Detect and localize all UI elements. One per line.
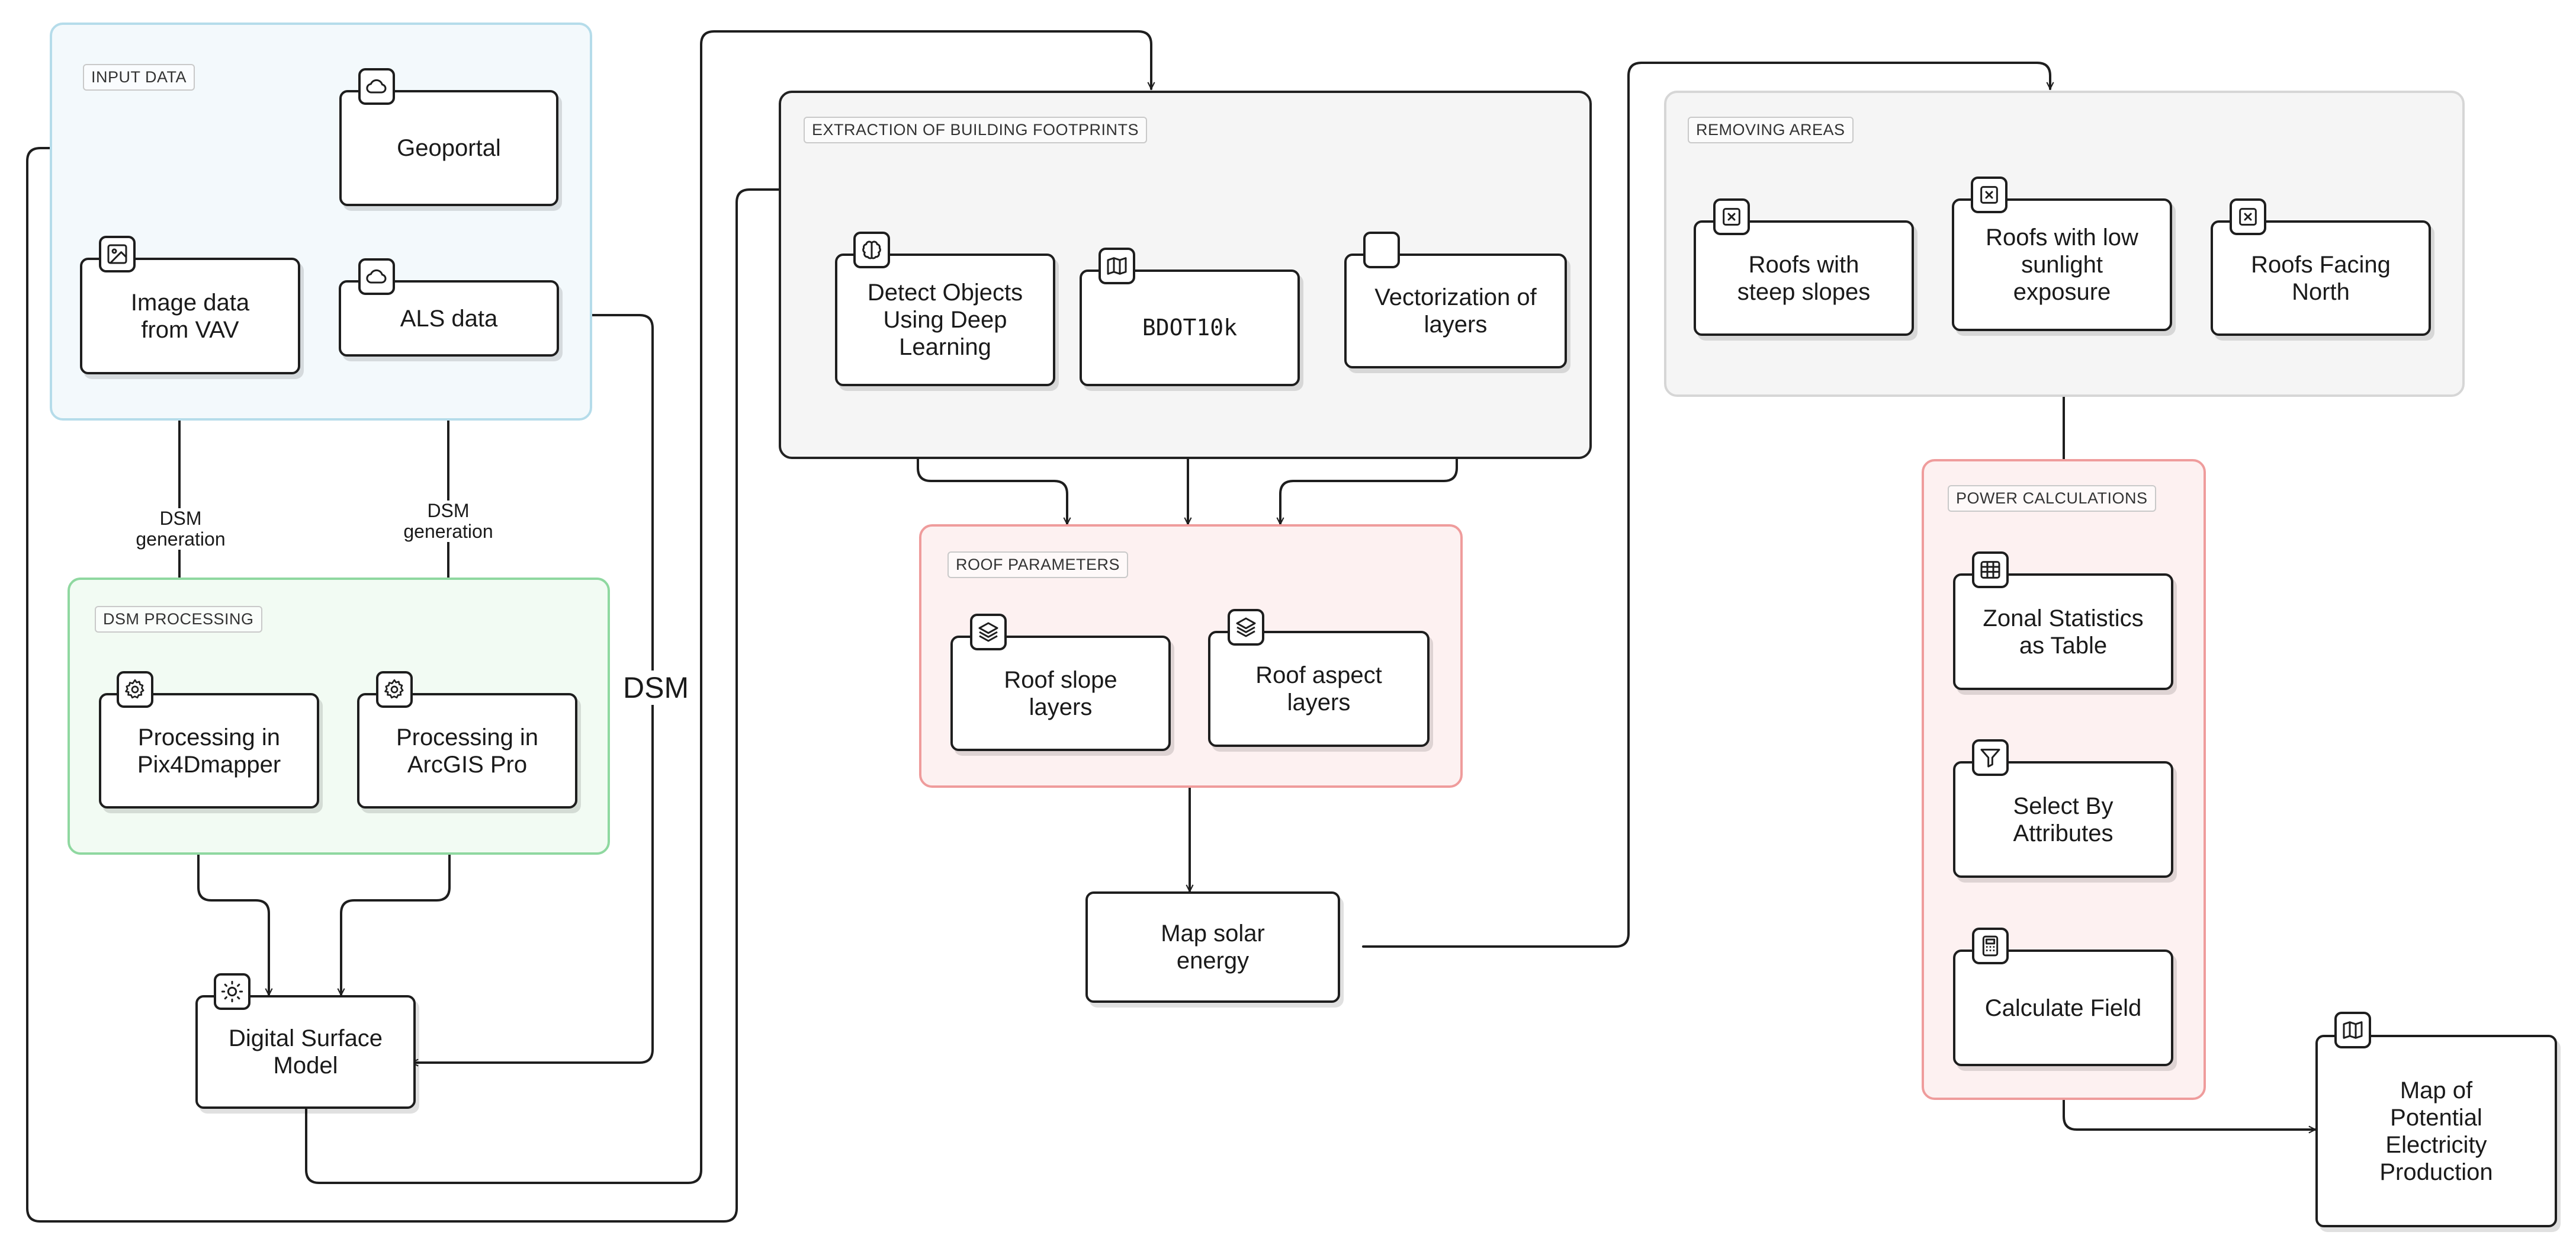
node-image-data[interactable]: Image data from VAV <box>80 258 300 374</box>
cloud-icon <box>358 258 395 295</box>
blank-icon <box>1363 232 1400 268</box>
edge-detect-roof <box>917 385 1067 525</box>
node-arcgis-pro[interactable]: Processing in ArcGIS Pro <box>357 693 577 809</box>
node-low-sunlight-label: Roofs with low sunlight exposure <box>1986 224 2138 305</box>
node-zonal-statistics[interactable]: Zonal Statistics as Table <box>1953 573 2173 690</box>
node-detect-objects-label: Detect Objects Using Deep Learning <box>867 280 1023 360</box>
image-icon <box>99 236 136 272</box>
node-low-sunlight[interactable]: Roofs with low sunlight exposure <box>1952 198 2172 331</box>
node-calculate-field-label: Calculate Field <box>1984 995 2142 1021</box>
node-map-potential-electricity-label: Map of Potential Electricity Production <box>2379 1077 2493 1185</box>
node-image-data-label: Image data from VAV <box>130 289 250 343</box>
sun-icon <box>214 973 250 1010</box>
group-label-removing-areas: REMOVING AREAS <box>1688 117 1854 143</box>
node-vectorization[interactable]: Vectorization of layers <box>1344 254 1567 368</box>
edge-label-dsm: DSM <box>621 671 692 705</box>
layers-icon <box>1228 609 1264 646</box>
node-roof-aspect[interactable]: Roof aspect layers <box>1208 631 1430 747</box>
edge-vector-roof <box>1280 367 1458 525</box>
gear-icon <box>376 671 413 708</box>
node-pix4dmapper-label: Processing in Pix4Dmapper <box>137 724 281 778</box>
calculator-icon <box>1972 928 2009 964</box>
node-roof-slope[interactable]: Roof slope layers <box>950 636 1171 751</box>
group-label-power-calculations: POWER CALCULATIONS <box>1948 485 2156 512</box>
node-geoportal-label: Geoportal <box>397 135 501 161</box>
node-select-by-attributes-label: Select By Attributes <box>2013 793 2114 846</box>
node-map-solar-energy-label: Map solar energy <box>1161 920 1265 974</box>
edge-label-dsm-generation-right: DSM generation <box>395 500 502 543</box>
node-als-data-label: ALS data <box>400 305 498 332</box>
edge-arcgis-dsm <box>341 807 451 996</box>
node-detect-objects[interactable]: Detect Objects Using Deep Learning <box>835 254 1055 386</box>
layers-icon <box>970 614 1007 650</box>
close-box-icon <box>1971 177 2008 213</box>
group-label-extraction: EXTRACTION OF BUILDING FOOTPRINTS <box>804 117 1148 143</box>
edge-dsm-extraction <box>305 30 1151 1184</box>
brain-icon <box>853 232 890 268</box>
edge-pix4d-dsm <box>197 807 269 996</box>
node-digital-surface-model[interactable]: Digital Surface Model <box>195 995 416 1109</box>
edge-calc-mappotential <box>2063 1065 2317 1130</box>
node-map-potential-electricity[interactable]: Map of Potential Electricity Production <box>2315 1035 2557 1227</box>
node-bdot10k-label: BDOT10k <box>1142 314 1238 341</box>
group-label-roof-parameters: ROOF PARAMETERS <box>947 551 1129 578</box>
node-digital-surface-model-label: Digital Surface Model <box>228 1025 383 1079</box>
node-steep-slopes[interactable]: Roofs with steep slopes <box>1694 220 1914 336</box>
node-facing-north-label: Roofs Facing North <box>2251 251 2391 305</box>
edge-mapsolar-removing <box>1362 62 2050 948</box>
close-box-icon <box>2230 198 2266 235</box>
node-vectorization-label: Vectorization of layers <box>1374 284 1537 338</box>
node-steep-slopes-label: Roofs with steep slopes <box>1737 251 1871 305</box>
filter-icon <box>1972 739 2009 776</box>
edge-label-dsm-generation-left: DSM generation <box>127 508 234 550</box>
cloud-icon <box>358 68 395 105</box>
map-icon <box>1099 248 1135 284</box>
node-arcgis-pro-label: Processing in ArcGIS Pro <box>396 724 539 778</box>
close-box-icon <box>1713 198 1750 235</box>
node-roof-aspect-label: Roof aspect layers <box>1255 662 1382 716</box>
gear-icon <box>117 671 153 708</box>
node-roof-slope-label: Roof slope layers <box>1004 666 1117 720</box>
map-icon <box>2334 1012 2371 1048</box>
node-map-solar-energy[interactable]: Map solar energy <box>1085 891 1340 1003</box>
table-icon <box>1972 551 2009 588</box>
node-bdot10k[interactable]: BDOT10k <box>1080 270 1300 386</box>
node-geoportal[interactable]: Geoportal <box>339 90 558 206</box>
node-calculate-field[interactable]: Calculate Field <box>1953 950 2173 1066</box>
node-zonal-statistics-label: Zonal Statistics as Table <box>1983 605 2144 659</box>
node-select-by-attributes[interactable]: Select By Attributes <box>1953 761 2173 878</box>
group-label-input-data: INPUT DATA <box>83 64 195 91</box>
group-label-dsm-processing: DSM PROCESSING <box>95 606 262 633</box>
node-pix4dmapper[interactable]: Processing in Pix4Dmapper <box>99 693 319 809</box>
node-facing-north[interactable]: Roofs Facing North <box>2211 220 2431 336</box>
